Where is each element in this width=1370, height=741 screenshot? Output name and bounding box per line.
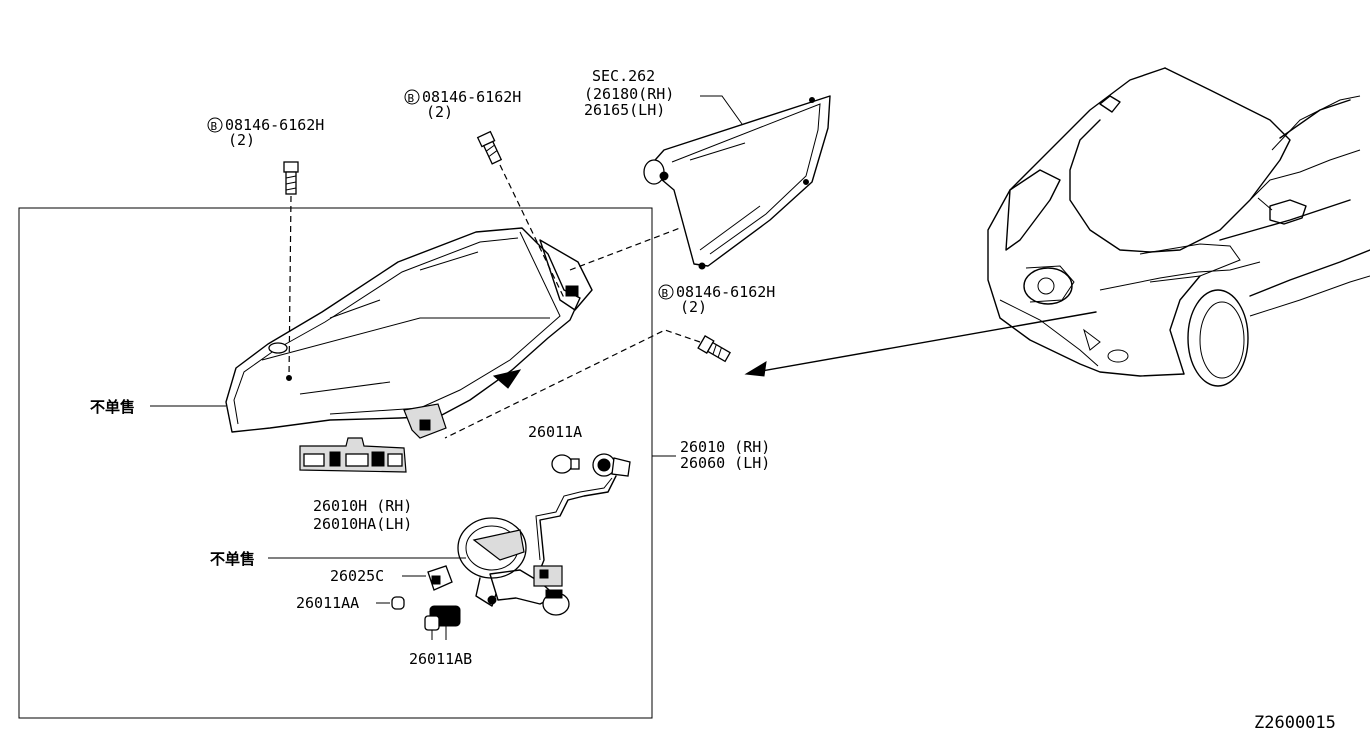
bulb-aa-label: 26011AA — [296, 594, 359, 612]
assembly-frame — [18, 207, 653, 719]
bulb-aa-drawing — [391, 596, 405, 610]
bolt-marker-circle — [658, 284, 674, 300]
bolt-marker-letter: B — [408, 92, 415, 105]
bolt-dash-line — [444, 329, 701, 439]
socket-c-drawing — [427, 565, 453, 591]
bolt-quantity: (2) — [228, 131, 255, 149]
bolt-quantity: (2) — [680, 298, 707, 316]
bolt-marker-circle — [207, 117, 223, 133]
bolt-icon — [476, 130, 503, 165]
bolt-dash-line — [499, 164, 566, 301]
fog-lamp-rh: (26180(RH) — [584, 85, 674, 103]
bolt-part-number: 08146-6162H — [225, 116, 324, 134]
car-front-illustration — [987, 67, 1370, 387]
fog-lamp-lh: 26165(LH) — [584, 101, 665, 119]
bulb-a-socket — [592, 453, 631, 477]
fog-lamp-leader — [700, 95, 743, 125]
bolt-quantity: (2) — [426, 103, 453, 121]
bracket-lh: 26010HA(LH) — [313, 515, 412, 533]
not-sold-separately-label-1: 不单售 — [90, 398, 135, 416]
bolt-top-center: B 08146-6162H (2) — [404, 88, 566, 301]
lamp-unit-drawing — [457, 517, 570, 616]
bolt-icon — [283, 161, 299, 195]
bolt-icon — [697, 335, 731, 363]
fog-lamp-callout: SEC.262 (26180(RH) 26165(LH) — [584, 67, 743, 125]
bolt-marker-letter: B — [211, 120, 218, 133]
bulb-a-drawing — [551, 454, 580, 474]
fog-lamp-drawing — [643, 95, 831, 270]
bolt-part-number: 08146-6162H — [676, 283, 775, 301]
wiring-harness — [539, 475, 617, 571]
bracket-rh: 26010H (RH) — [313, 497, 412, 515]
socket-c-label: 26025C — [330, 567, 384, 585]
callout-arrow — [744, 311, 1097, 377]
bolt-dash-line — [288, 195, 292, 379]
bracket-drawing — [299, 437, 407, 473]
bulb-ab-label: 26011AB — [409, 650, 472, 668]
diagram-id: Z2600015 — [1254, 713, 1336, 733]
not-sold-separately-label-2: 不单售 — [210, 550, 255, 568]
bolt-part-number: 08146-6162H — [422, 88, 521, 106]
bolt-marker-circle — [404, 89, 420, 105]
headlamp-assembly-lh: 26060 (LH) — [680, 454, 770, 472]
bolt-marker-letter: B — [662, 287, 669, 300]
bolt-top-left: B 08146-6162H (2) — [207, 116, 324, 379]
bulb-ab-drawing — [424, 605, 461, 640]
bulb-a-label: 26011A — [528, 423, 582, 441]
bolt-right: B 08146-6162H (2) — [444, 283, 775, 439]
fog-lamp-dash-line — [569, 227, 681, 271]
headlamp-assembly-rh: 26010 (RH) — [680, 438, 770, 456]
headlamp-housing — [225, 227, 593, 439]
fog-lamp-section: SEC.262 — [592, 67, 655, 85]
